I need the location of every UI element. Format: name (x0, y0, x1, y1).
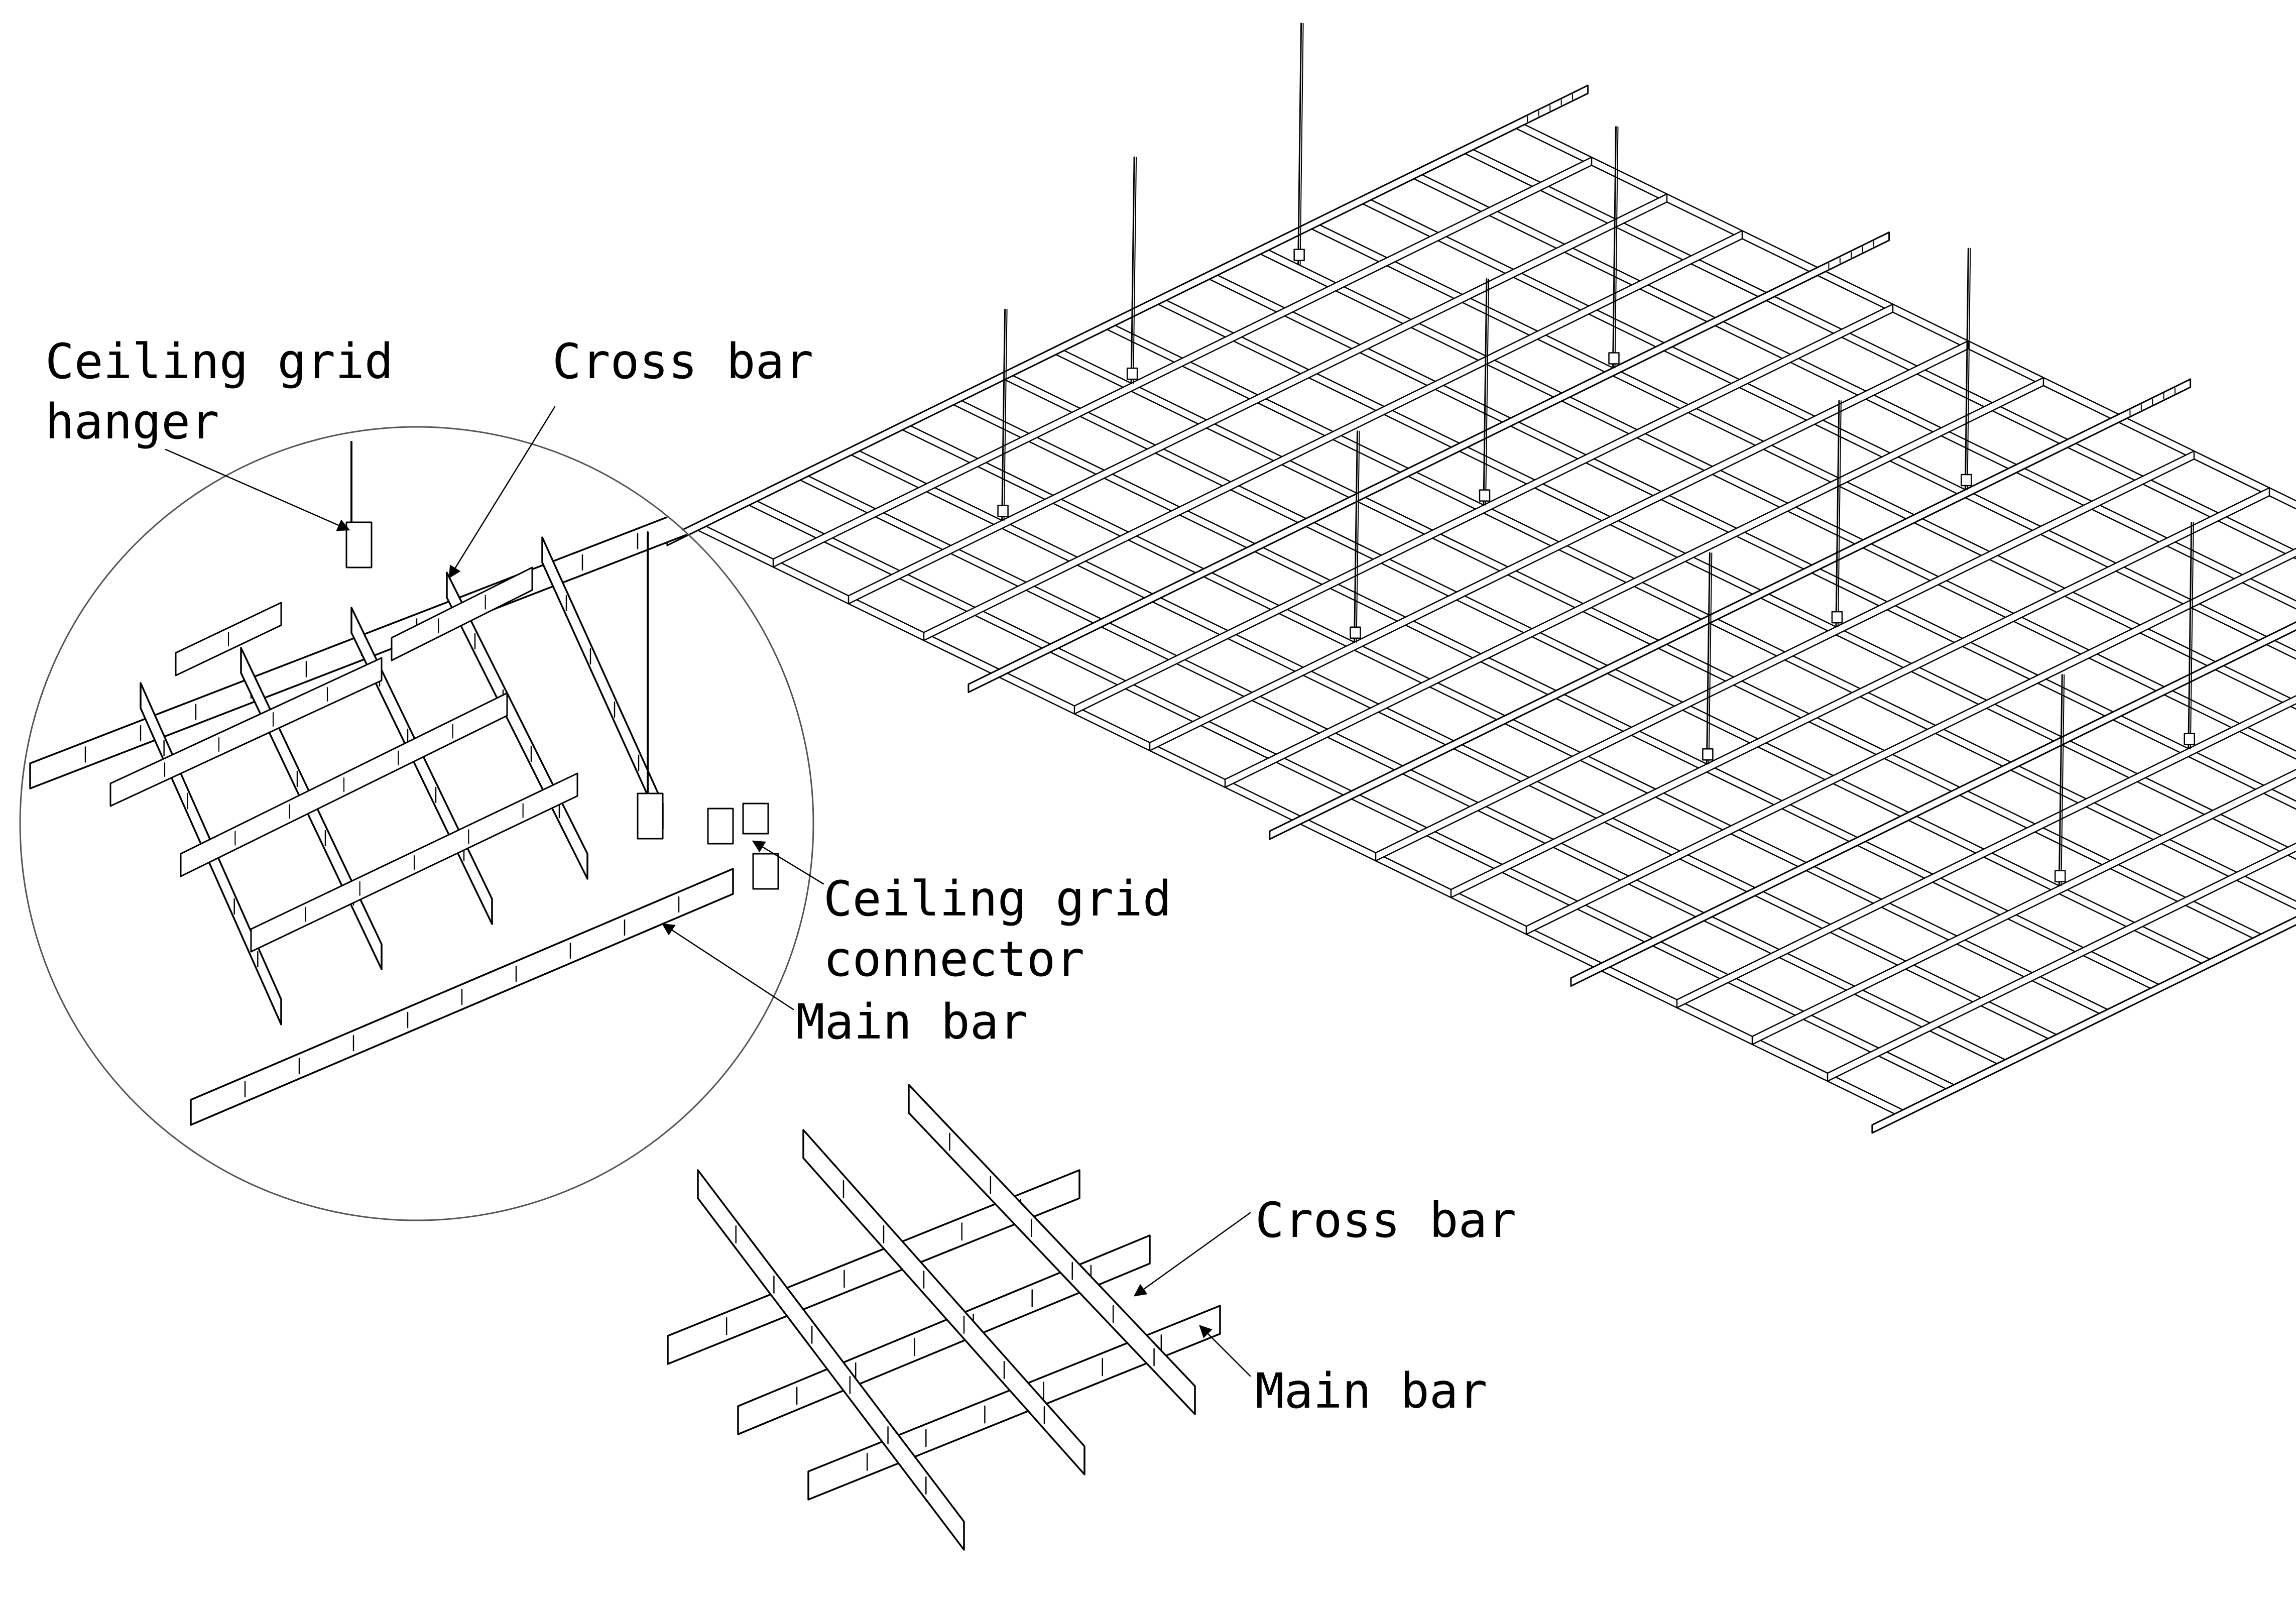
hanger-clip (997, 505, 1009, 517)
main-bar (1871, 916, 2296, 1134)
hanger-clip (1479, 489, 1491, 502)
label-detail-cross-bar: Cross bar (552, 333, 814, 390)
grid-bar (1827, 842, 2296, 1082)
leader-lines (165, 406, 1251, 1377)
detail-connector (707, 808, 734, 845)
detail-grid-bar (391, 566, 533, 661)
small-main-bar (667, 1169, 1080, 1365)
leader-small-cross-bar (1133, 1212, 1251, 1297)
hanger-rod-edge (1356, 430, 1360, 643)
hanger-rod-edge (1003, 309, 1008, 521)
main-bar (1570, 621, 2296, 987)
detail-content (29, 441, 734, 1126)
cross-bar (1362, 195, 2296, 660)
label-ceiling-grid-connector: Ceiling grid connector (823, 871, 1172, 987)
small-cross-bar (697, 1169, 965, 1551)
label-small-main-bar: Main bar (1255, 1363, 1488, 1419)
hanger-rod (1612, 126, 1617, 369)
hanger-clip (1831, 611, 1843, 624)
detail-connector (752, 853, 779, 890)
hanger-rod (1706, 552, 1711, 765)
small-grid-sample (667, 1084, 1221, 1551)
main-bar (1269, 378, 2192, 840)
hanger-rod (1001, 308, 1006, 521)
leader-hanger (165, 448, 350, 531)
detail-connector (742, 803, 769, 835)
label-detail-main-bar: Main bar (796, 994, 1028, 1050)
hanger-rod-edge (1614, 126, 1619, 369)
hanger-clip (1293, 249, 1305, 261)
detail-grid-bar (109, 657, 383, 807)
hanger-clip (1608, 352, 1620, 365)
small-cross-bar (802, 1129, 1085, 1475)
hanger-rod-edge (1485, 278, 1489, 506)
detail-view-circle (19, 426, 814, 1221)
hanger-rod (2188, 522, 2193, 750)
hanger-rod (1483, 278, 1488, 506)
hanger-clip (1126, 367, 1138, 380)
leader-detail-main-bar (661, 923, 794, 1010)
grid-bar (1149, 340, 1969, 751)
grid-bar (1224, 377, 2044, 788)
leader-detail-cross-bar (448, 406, 556, 579)
hanger-rod-edge (1299, 23, 1304, 265)
detail-circle (19, 426, 814, 1221)
hanger-rod-edge (1967, 248, 1971, 490)
large-ceiling-grid-assembly (666, 23, 2296, 1134)
label-small-cross-bar: Cross bar (1255, 1192, 1517, 1248)
main-bar (968, 232, 1890, 693)
leader-connector (752, 840, 824, 885)
grid-bar (1751, 768, 2296, 1045)
hanger-clip (2055, 870, 2066, 882)
hanger-rod (1297, 23, 1302, 266)
hanger-clip (1702, 748, 1714, 761)
main-bar (666, 84, 1589, 546)
hanger-rod-edge (2061, 674, 2065, 886)
hanger-rod (1354, 430, 1358, 643)
grid-bar (1450, 487, 2270, 898)
hanger-rod (2058, 674, 2063, 887)
hanger-clip (2184, 733, 2195, 745)
hanger-clip (1961, 474, 1972, 487)
hanger-rod (1835, 400, 1840, 628)
grid-bar (1676, 695, 2296, 1008)
hanger-rod-edge (1708, 552, 1713, 765)
hanger-rod (1130, 156, 1135, 384)
hanger-rod-edge (2190, 522, 2194, 749)
hanger-clip (1350, 626, 1361, 639)
grid-bar (772, 156, 1593, 568)
label-ceiling-grid-hanger: Ceiling grid hanger (45, 333, 394, 450)
detail-hanger-clip (345, 521, 373, 568)
detail-hanger-clip (637, 792, 664, 840)
leader-small-main-bar (1199, 1325, 1251, 1377)
hanger-rod-edge (1133, 157, 1137, 384)
grid-bar (1073, 303, 1894, 715)
small-main-bar (737, 1234, 1151, 1435)
hanger-rod (1964, 248, 1969, 491)
small-cross-bar (908, 1084, 1196, 1415)
grid-bar (1525, 547, 2296, 935)
grid-bar (848, 193, 1668, 605)
grid-bar (1375, 450, 2195, 862)
hanger-rod-edge (1837, 400, 1842, 628)
grid-bar (923, 230, 1743, 641)
